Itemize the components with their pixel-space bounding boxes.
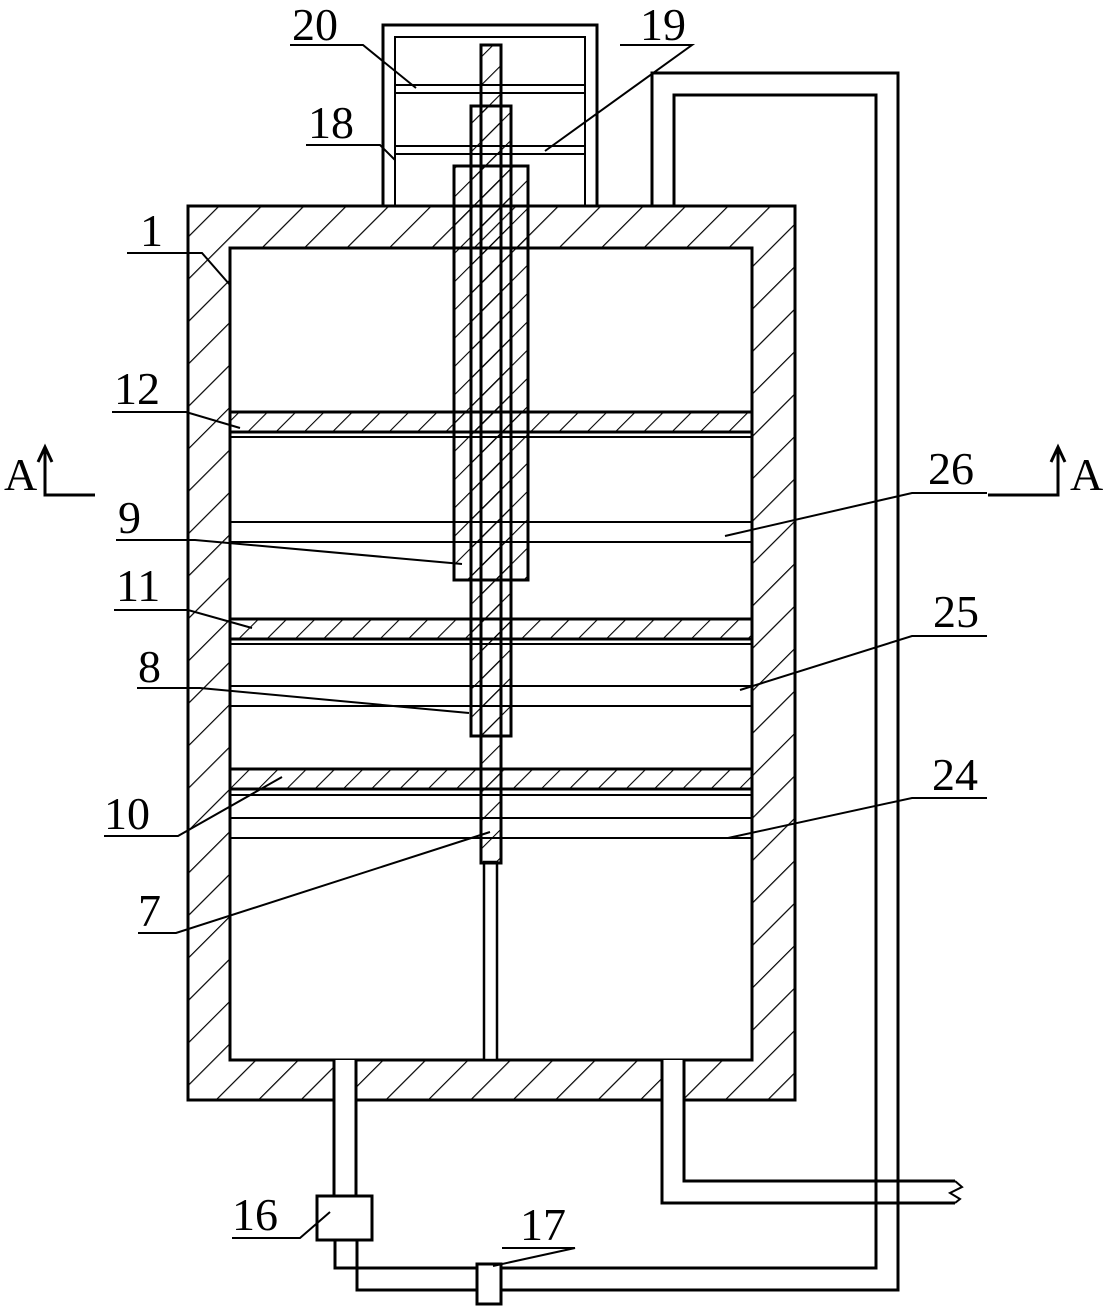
label-10: 10 — [104, 788, 150, 839]
shaft-assembly — [452, 43, 530, 1062]
label-25: 25 — [933, 586, 979, 637]
label-12: 12 — [114, 363, 160, 414]
label-24: 24 — [932, 749, 978, 800]
label-11: 11 — [116, 560, 160, 611]
label-17: 17 — [520, 1199, 566, 1250]
label-26: 26 — [928, 443, 974, 494]
label-9: 9 — [118, 492, 141, 543]
device-17 — [475, 1262, 503, 1306]
label-1: 1 — [140, 205, 163, 256]
label-19: 19 — [640, 0, 686, 50]
label-8: 8 — [138, 641, 161, 692]
number-labels: 20 18 19 1 12 9 11 8 10 7 26 25 24 16 17 — [104, 0, 979, 1250]
label-16: 16 — [232, 1189, 278, 1240]
section-marks: A A — [4, 443, 1103, 500]
section-label-left: A — [4, 449, 37, 500]
shaft-7 — [479, 43, 503, 865]
bottom-pipes — [332, 1060, 964, 1205]
device-16 — [315, 1194, 374, 1242]
return-pipe — [333, 71, 900, 1292]
section-label-right: A — [1070, 449, 1103, 500]
label-18: 18 — [308, 97, 354, 148]
label-20: 20 — [292, 0, 338, 50]
label-7: 7 — [138, 885, 161, 936]
leader-lines — [104, 44, 987, 1267]
